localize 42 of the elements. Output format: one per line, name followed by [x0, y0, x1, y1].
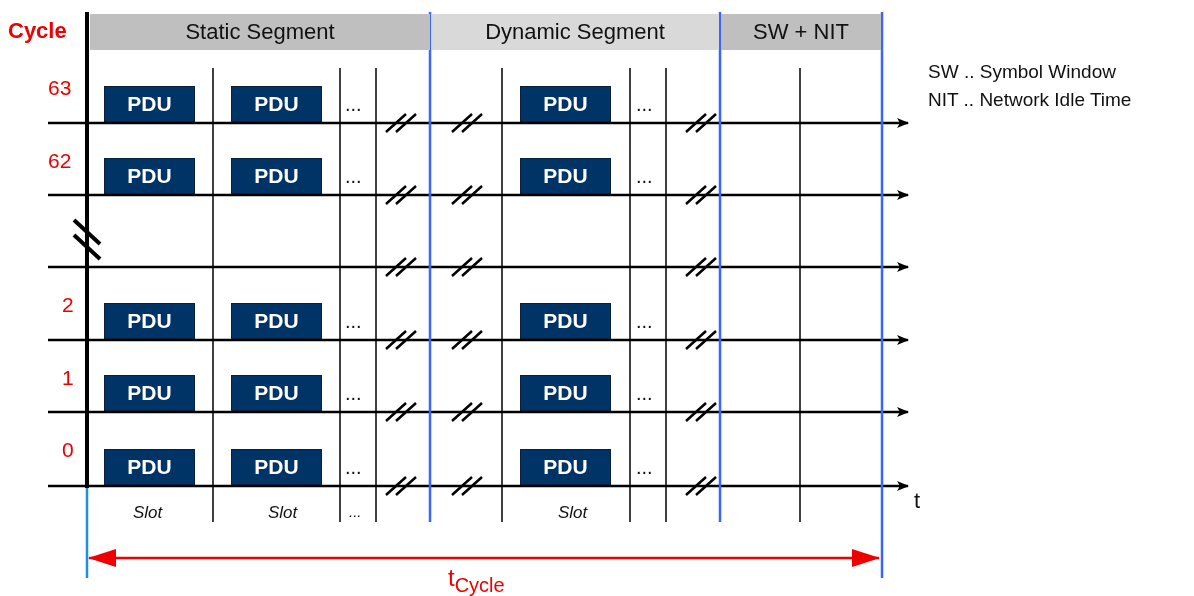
segment-header: Dynamic Segment	[431, 14, 719, 50]
legend-note: NIT .. Network Idle Time	[928, 90, 1132, 109]
cycle-number: 0	[62, 439, 74, 460]
ellipsis: ...	[636, 383, 653, 403]
pdu-frame: PDU	[231, 303, 322, 339]
pdu-frame: PDU	[104, 158, 195, 194]
pdu-frame: PDU	[520, 375, 611, 411]
ellipsis: ...	[345, 311, 362, 331]
pdu-frame: PDU	[231, 86, 322, 122]
pdu-frame: PDU	[104, 449, 195, 485]
cycle-number: 63	[48, 77, 72, 98]
pdu-frame: PDU	[231, 158, 322, 194]
ellipsis: ...	[345, 457, 362, 477]
pdu-frame: PDU	[520, 158, 611, 194]
slot-label: Slot	[268, 504, 298, 521]
cycle-time-label: t$_{Cycle}$	[448, 566, 505, 595]
pdu-frame: PDU	[104, 303, 195, 339]
pdu-frame: PDU	[520, 86, 611, 122]
slot-label: Slot	[558, 504, 588, 521]
cycle-number: 1	[62, 367, 74, 388]
pdu-frame: PDU	[231, 449, 322, 485]
legend-note: SW .. Symbol Window	[928, 62, 1116, 81]
ellipsis: ...	[345, 94, 362, 114]
segment-header: SW + NIT	[721, 14, 881, 50]
cycle-number: 62	[48, 150, 72, 171]
ellipsis: ...	[345, 166, 362, 186]
ellipsis: ...	[345, 383, 362, 403]
ellipsis: ...	[636, 457, 653, 477]
pdu-frame: PDU	[104, 375, 195, 411]
time-axis-label: t	[914, 490, 921, 512]
pdu-frame: PDU	[231, 375, 322, 411]
cycle-number: 2	[62, 294, 74, 315]
pdu-frame: PDU	[520, 449, 611, 485]
pdu-frame: PDU	[520, 303, 611, 339]
ellipsis: ...	[636, 94, 653, 114]
ellipsis: ...	[636, 166, 653, 186]
segment-header: Static Segment	[90, 14, 430, 50]
ellipsis: ...	[636, 311, 653, 331]
axis-title: Cycle	[8, 20, 67, 42]
pdu-frame: PDU	[104, 86, 195, 122]
ellipsis: ...	[349, 504, 362, 519]
slot-label: Slot	[133, 504, 163, 521]
